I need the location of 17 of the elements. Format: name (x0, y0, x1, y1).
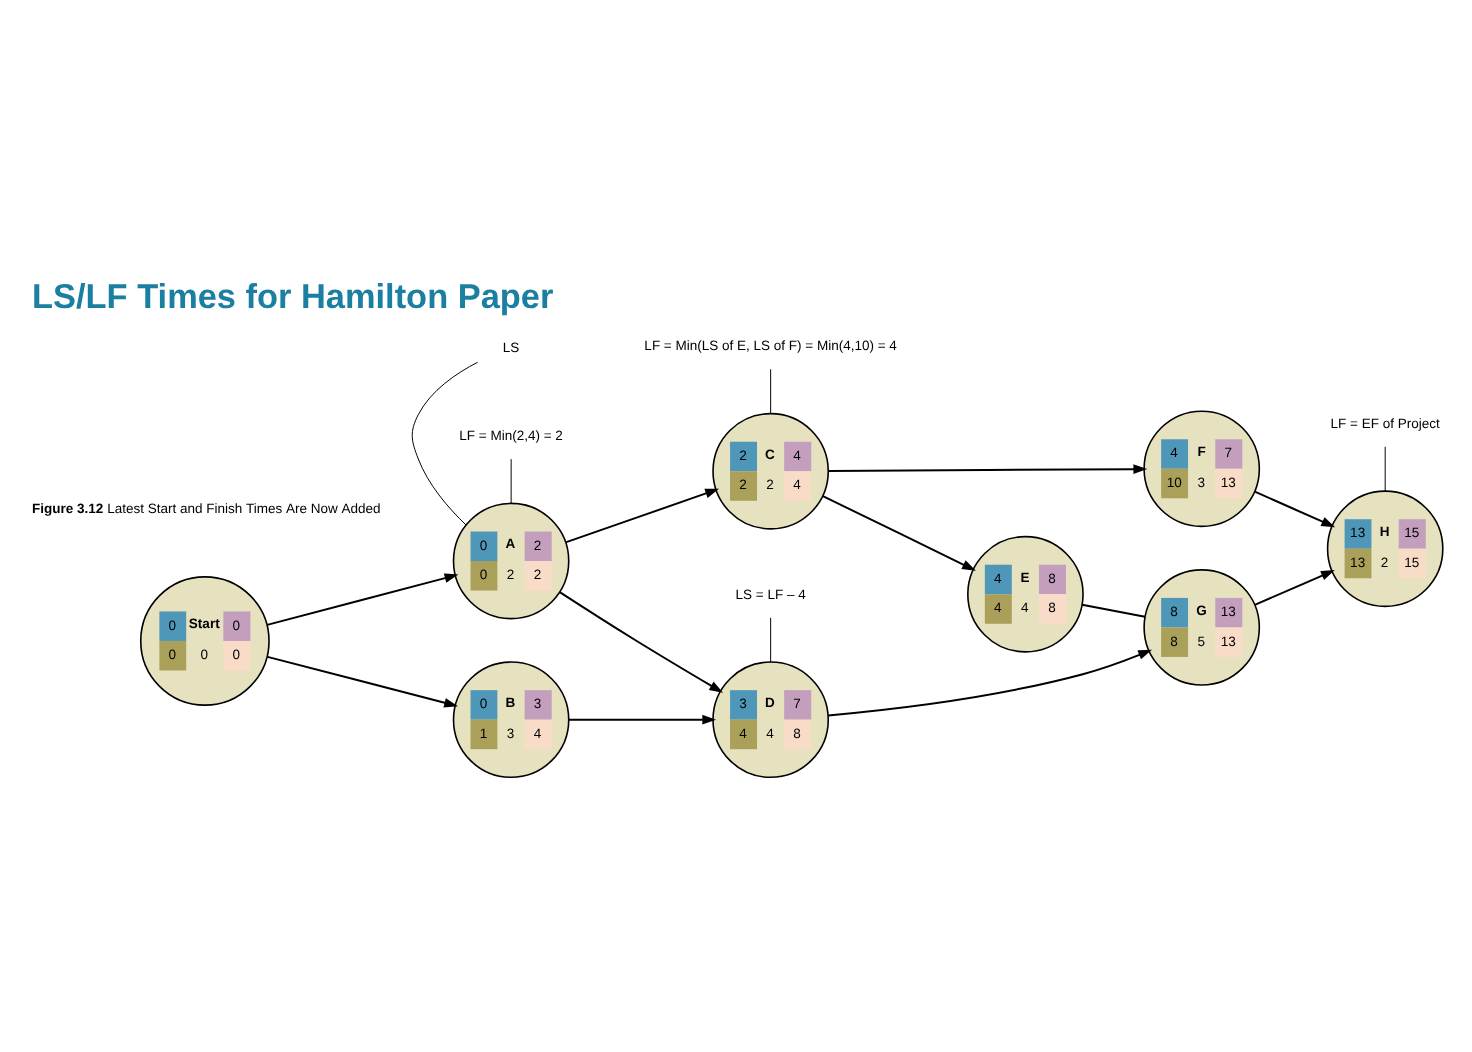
connector (1384, 445, 1386, 491)
diagram-title: LS/LF Times for Hamilton Paper (32, 275, 554, 316)
connector (1081, 602, 1146, 617)
arrow (827, 463, 1148, 473)
arrow (1253, 569, 1335, 605)
arrow (567, 713, 717, 724)
arrow (266, 654, 459, 707)
connector (510, 457, 512, 503)
arrow (564, 487, 720, 543)
arrow (1253, 489, 1336, 527)
connector (770, 616, 772, 662)
connector (770, 367, 772, 413)
arrow (827, 648, 1152, 716)
arrow (558, 590, 724, 692)
arrow (821, 494, 976, 570)
arrow (266, 572, 459, 625)
connector (411, 360, 479, 525)
